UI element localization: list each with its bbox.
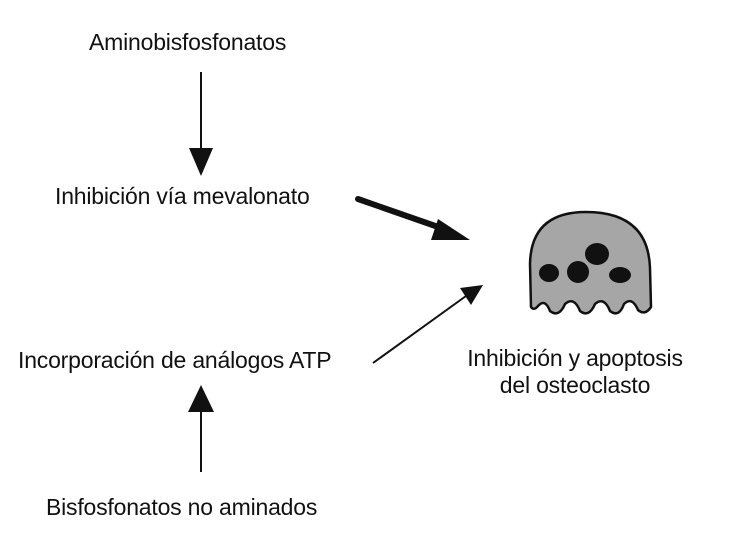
resultado-line-2: del osteoclasto	[499, 372, 651, 398]
resultado-line-1: Inhibición y apoptosis	[467, 345, 683, 371]
node-incorporacion-atp: Incorporación de análogos ATP	[18, 347, 332, 373]
node-resultado: Inhibición y apoptosis del osteoclasto	[445, 345, 705, 399]
nucleus	[567, 261, 589, 283]
arrow-amino-to-mevalonato	[189, 72, 213, 176]
arrow-mevalonato-to-osteoclast	[355, 196, 470, 240]
node-aminobisfosfonatos: Aminobisfosfonatos	[89, 29, 287, 55]
arrow-atp-to-osteoclast	[372, 285, 483, 364]
arrow-noamin-to-atp	[188, 385, 214, 472]
nucleus	[609, 267, 631, 283]
osteoclast-cell-icon	[528, 210, 653, 315]
node-bisfosfonatos-no-aminados: Bisfosfonatos no aminados	[46, 494, 318, 520]
node-inhibicion-mevalonato: Inhibición vía mevalonato	[55, 183, 310, 209]
nucleus	[585, 243, 609, 265]
nucleus	[539, 264, 559, 282]
